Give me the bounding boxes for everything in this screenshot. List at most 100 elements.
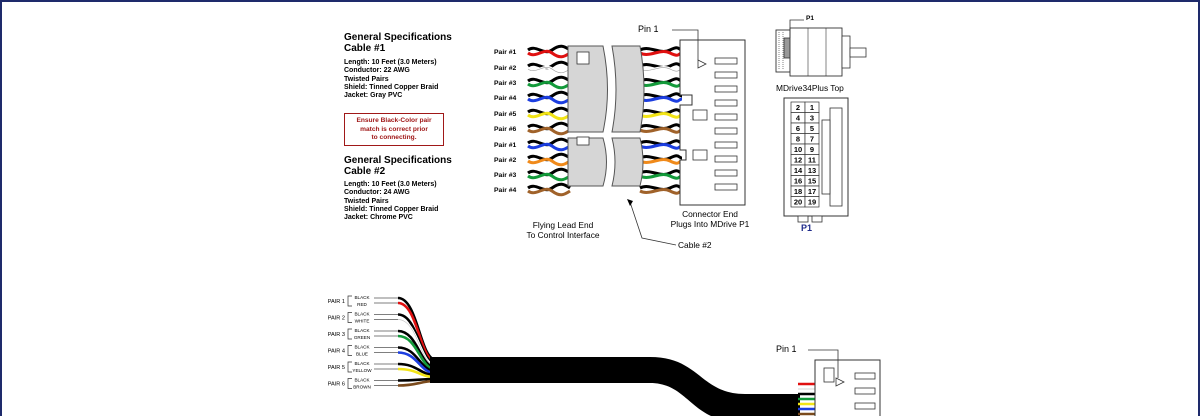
spec1-cable-name: Cable #1 — [344, 43, 386, 54]
bottom-cable-jacket — [430, 357, 800, 416]
bottom-pair-name: PAIR 6 — [328, 382, 345, 388]
pin-number: 18 — [794, 187, 802, 196]
top-wire-color-right — [639, 188, 683, 195]
top-wire-black-left — [527, 121, 571, 131]
pin-number: 1 — [810, 103, 814, 112]
motor-drawing — [775, 19, 867, 77]
warning-line: Ensure Black-Color pair — [356, 117, 432, 124]
top-connector — [672, 29, 746, 206]
spec2-title-block: General Specifications Cable #2 — [344, 155, 452, 177]
motor-p1-label: P1 — [806, 15, 814, 22]
top-wire-black-left — [527, 182, 571, 192]
connector-end-caption: Connector End Plugs Into MDrive P1 — [650, 209, 770, 229]
bottom-wire-a: BLACK — [354, 312, 370, 317]
bottom-pair-name: PAIR 5 — [328, 365, 345, 371]
pin-number: 16 — [794, 177, 802, 186]
top-pair-label: Pair #3 — [494, 172, 517, 179]
top-wire-color-left — [527, 65, 571, 75]
top-wire-color-right — [639, 50, 683, 57]
top-wire-black-left — [527, 152, 571, 162]
top-wire-color-right — [639, 143, 683, 150]
warning-line: match is correct prior — [360, 125, 428, 133]
top-pair-label: Pair #3 — [494, 80, 517, 87]
spec2-title: General Specifications — [344, 155, 452, 166]
pin-number: 15 — [808, 177, 816, 186]
spec1-line: Twisted Pairs — [344, 75, 389, 83]
pair-bracket — [347, 312, 352, 323]
top-wire-black-left — [527, 106, 571, 116]
bottom-wire-b: GREEN — [354, 335, 370, 340]
pair-bracket — [347, 361, 352, 373]
top-wire-black-left — [527, 75, 571, 85]
cable2-arrowhead — [627, 199, 633, 206]
top-pair-label: Pair #6 — [494, 126, 517, 133]
connector-end-line2: Plugs Into MDrive P1 — [670, 219, 750, 229]
bottom-pair-name: PAIR 2 — [328, 316, 345, 322]
bottom-wire-b: RED — [357, 302, 367, 307]
spec1-line: Jacket: Gray PVC — [344, 92, 403, 100]
pin-number: 14 — [794, 166, 803, 175]
p1-connector-label: P1 — [801, 223, 813, 233]
bottom-connector — [808, 349, 881, 416]
top-wire-color-left — [527, 172, 571, 182]
pin1-bottom-label: Pin 1 — [776, 344, 797, 354]
bottom-pair-labels: PAIR 1 BLACK RED PAIR 2 BLACK WHITE PAIR 3 BLAC… — [328, 295, 398, 390]
pin-cell — [804, 196, 820, 208]
top-wire-outline-left — [527, 67, 571, 74]
spec2-line: Shield: Tinned Copper Braid — [344, 205, 439, 213]
spec1-title-block: General Specifications Cable #1 — [344, 32, 452, 54]
top-wire-black-left — [527, 90, 571, 100]
top-wire-black-left — [527, 60, 571, 70]
top-pair-label: Pair #5 — [494, 111, 517, 118]
spec1-line: Conductor: 22 AWG — [344, 67, 410, 75]
spec2-cable-name: Cable #2 — [344, 166, 386, 177]
top-cable-housing — [567, 45, 645, 187]
pair-bracket — [347, 345, 352, 356]
pin-number: 9 — [810, 145, 814, 154]
top-wire-black-right — [639, 154, 683, 161]
pin-number: 19 — [808, 198, 816, 207]
spec2-line: Twisted Pairs — [344, 197, 389, 205]
top-wire-color-left — [527, 80, 571, 90]
top-wire-color-left — [527, 187, 571, 197]
pin-number: 8 — [796, 135, 800, 144]
bottom-pair-name: PAIR 1 — [328, 299, 345, 305]
top-wire-color-left — [527, 111, 571, 121]
warning-line: to connecting. — [371, 134, 417, 141]
top-wire-color-left — [527, 49, 571, 59]
pin-number: 13 — [808, 166, 816, 175]
top-wire-color-left — [527, 126, 571, 136]
pin-number: 10 — [794, 145, 802, 154]
spec2-line: Jacket: Chrome PVC — [344, 214, 413, 222]
top-wire-color-right — [639, 96, 683, 103]
top-wire-black-left — [527, 44, 571, 54]
top-wire-color-right — [639, 173, 683, 180]
top-wire-color-right — [639, 127, 683, 134]
spec2-lines: Length: 10 Feet (3.0 Meters)Conductor: 2… — [344, 181, 438, 222]
top-wire-black-left — [527, 167, 571, 177]
pin-number: 4 — [796, 114, 801, 123]
spec1-line: Shield: Tinned Copper Braid — [344, 83, 439, 91]
flying-lead-line1: Flying Lead End — [532, 220, 594, 230]
spec1-title: General Specifications — [344, 32, 452, 43]
bottom-wire-b: BROWN — [353, 385, 371, 390]
bottom-wire-a: BLACK — [354, 378, 370, 383]
bottom-wire-b: WHITE — [355, 319, 370, 324]
flying-lead-line2: To Control Interface — [526, 230, 600, 240]
bottom-wire-a: BLACK — [354, 361, 370, 366]
pin-number: 12 — [794, 156, 802, 165]
top-wire-color-left — [527, 142, 571, 152]
spec2-line: Conductor: 24 AWG — [344, 189, 410, 197]
pair-bracket — [347, 295, 352, 307]
top-pair-label: Pair #1 — [494, 49, 517, 56]
spec1-lines: Length: 10 Feet (3.0 Meters)Conductor: 2… — [344, 59, 438, 100]
pair-bracket — [347, 378, 352, 389]
top-pair-label: Pair #4 — [494, 95, 517, 102]
flying-lead-caption: Flying Lead End To Control Interface — [502, 220, 624, 240]
bottom-pair-name: PAIR 3 — [328, 332, 345, 338]
pin-number: 11 — [808, 156, 816, 165]
